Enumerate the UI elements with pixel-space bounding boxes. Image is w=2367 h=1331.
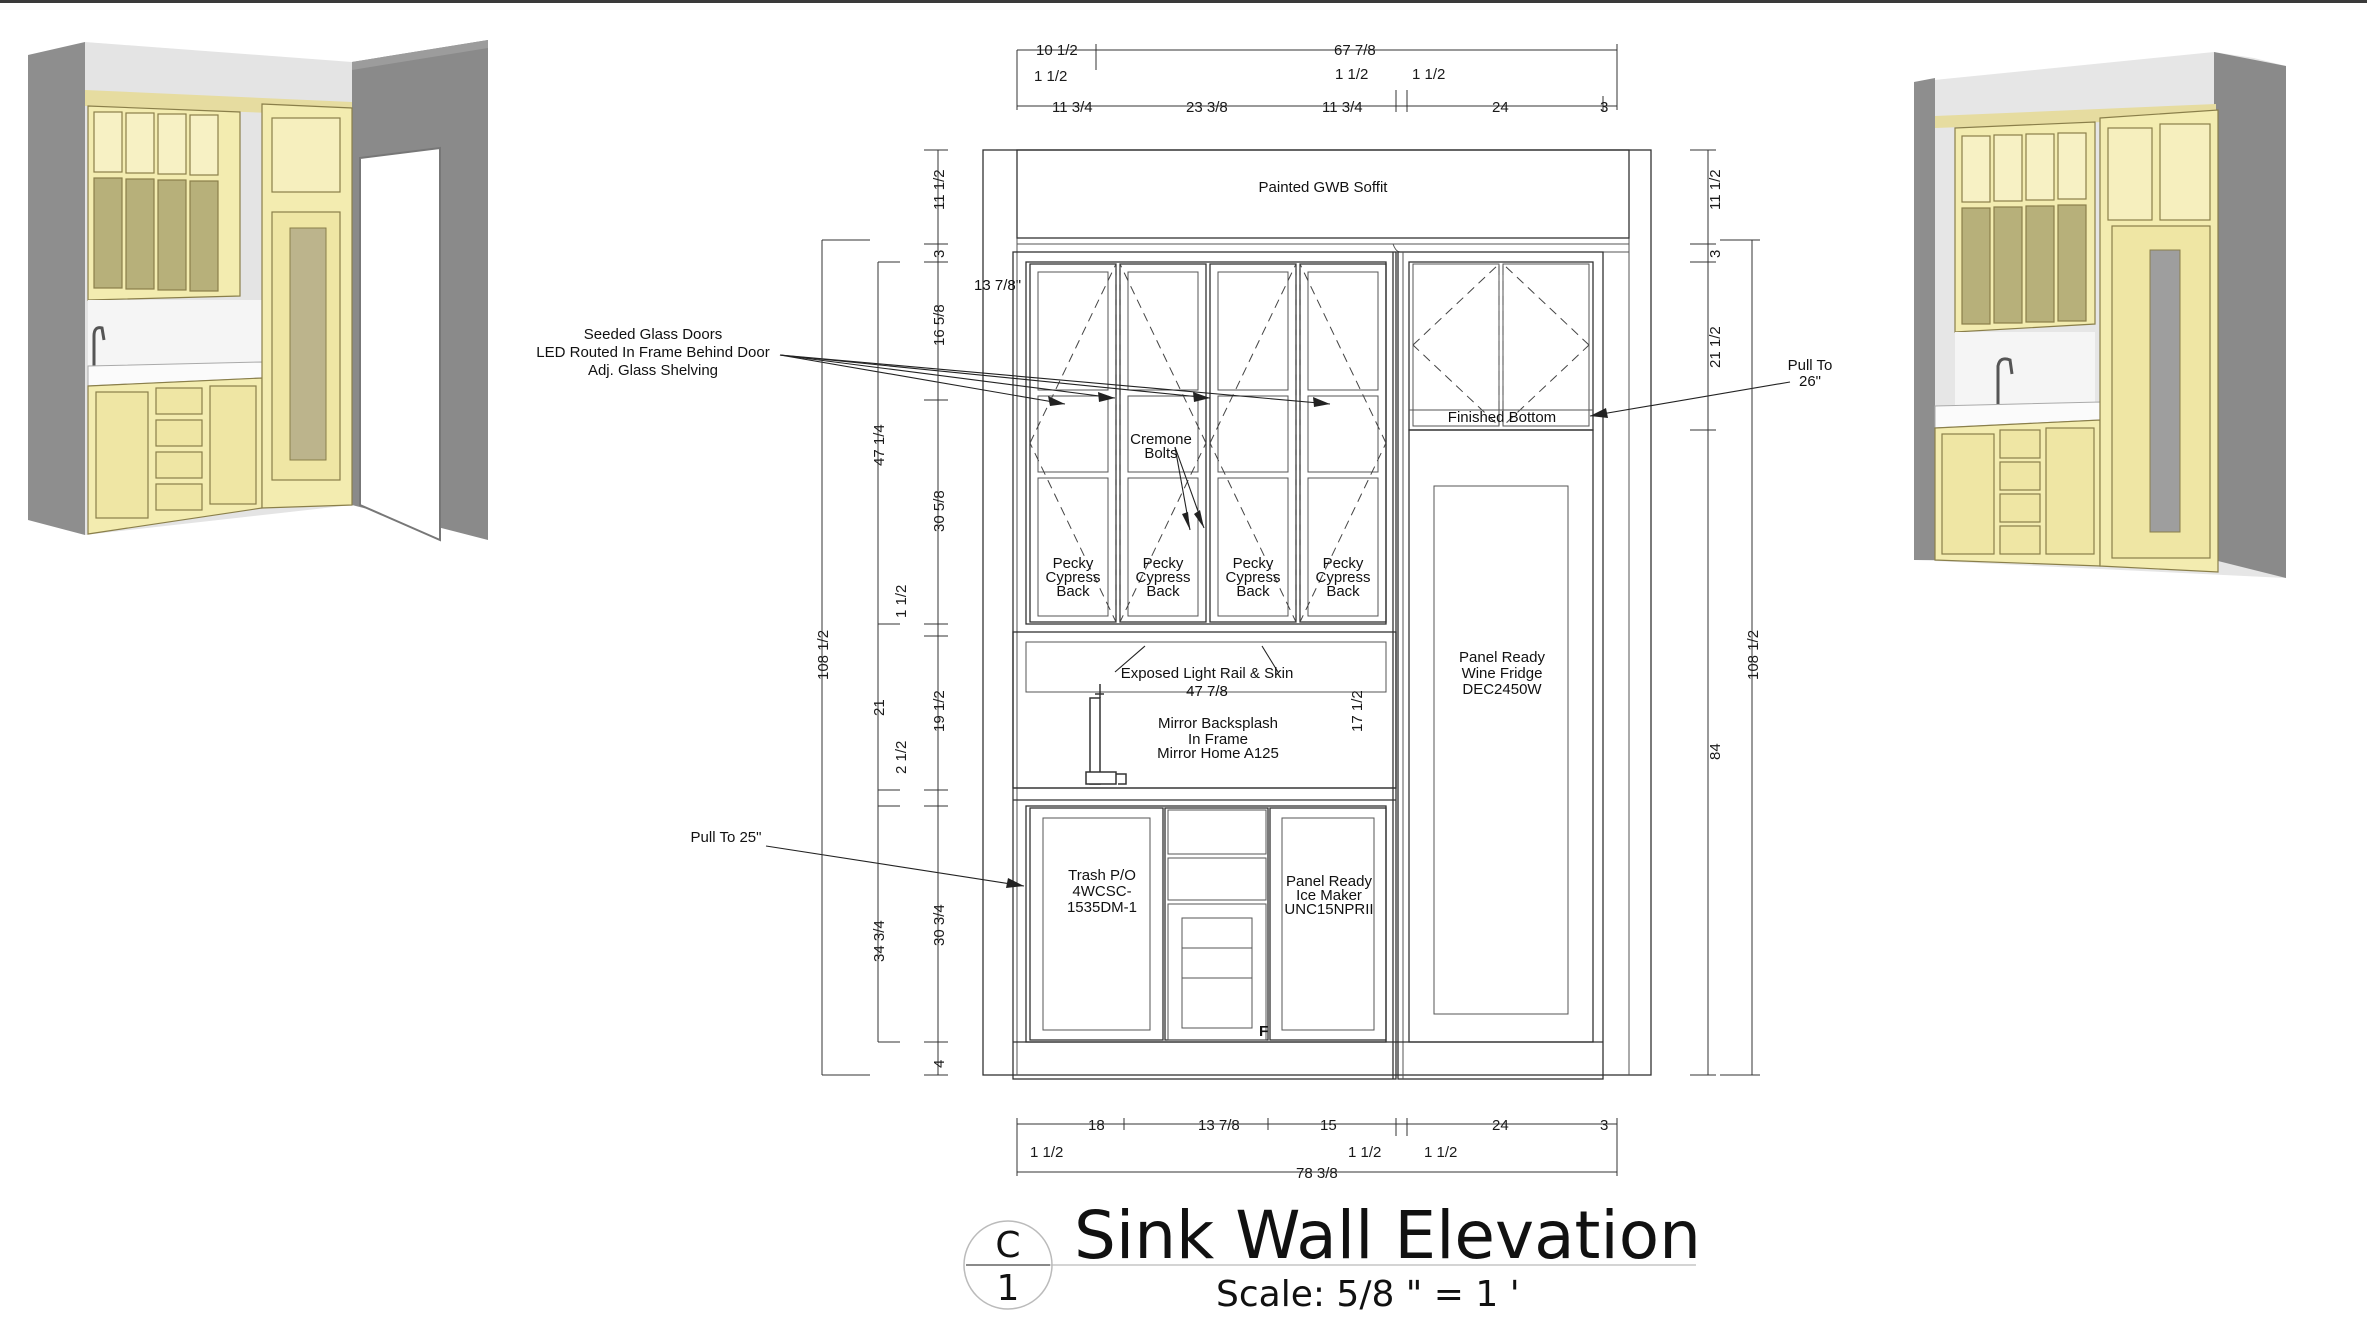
dim-overall-bottom: 78 3/8 (1296, 1165, 1338, 1182)
backsplash-height-label: 17 1/2 (1349, 690, 1366, 732)
dim-top-row3: 23 3/8 (1186, 99, 1228, 116)
top-dimension-labels: 10 1/2 67 7/8 1 1/2 1 1/2 1 1/2 11 3/4 2… (1034, 42, 1608, 116)
dim-top-row2-b: 1 1/2 (1335, 66, 1368, 83)
svg-text:Pecky: Pecky (1143, 555, 1184, 572)
svg-text:Pecky: Pecky (1323, 555, 1364, 572)
dim-right-inner: 3 (1707, 250, 1724, 258)
dim-left-offset: 10 1/2 (1036, 42, 1078, 59)
backsplash-label: Mirror Home A125 (1157, 745, 1279, 762)
dim-overall-top: 67 7/8 (1334, 42, 1376, 59)
dim-left-inner: 4 (931, 1060, 948, 1068)
wine-fridge-label: DEC2450W (1462, 681, 1542, 698)
upper-glass-cabinets (1025, 261, 1594, 625)
dim-left-mid: 21 (871, 699, 888, 716)
wine-fridge-label: Wine Fridge (1462, 665, 1543, 682)
base-cabinets (1013, 429, 1603, 1043)
dim-left-inner: 1 1/2 (893, 585, 910, 618)
dim-left-inner: 30 3/4 (931, 904, 948, 946)
pull-to-26-label: Pull To (1788, 357, 1833, 374)
right-dimension-labels: 11 1/2 3 21 1/2 84 108 1/2 (1707, 169, 1762, 760)
svg-text:Back: Back (1236, 583, 1270, 600)
trash-label: Trash P/O (1068, 867, 1136, 884)
right-3d-rendering (1914, 52, 2286, 578)
ice-maker-label: UNC15NPRII (1284, 901, 1373, 918)
dim-top-row3: 11 3/4 (1052, 99, 1093, 116)
dim-bottom-row2: 1 1/2 (1030, 1144, 1063, 1161)
left-dimension-labels: 108 1/2 47 1/4 21 34 3/4 11 1/2 3 16 5/8… (815, 169, 948, 1068)
backsplash-label: In Frame (1188, 731, 1248, 748)
dim-right-outer: 108 1/2 (1745, 630, 1762, 680)
pull-to-25-label: Pull To 25" (691, 829, 762, 846)
marker-number: 1 (997, 1268, 1020, 1309)
title-block: C 1 Sink Wall Elevation Scale: 5/8 " = 1… (963, 1197, 1701, 1315)
dim-bottom-row1: 18 (1088, 1117, 1105, 1134)
svg-text:Cypress: Cypress (1135, 569, 1190, 586)
wine-fridge-label: Panel Ready (1459, 649, 1545, 666)
svg-text:Pecky: Pecky (1233, 555, 1274, 572)
svg-text:Back: Back (1146, 583, 1180, 600)
svg-text:Back: Back (1326, 583, 1360, 600)
pull-to-26-label: 26" (1799, 373, 1821, 390)
rail-width-label: 47 7/8 (1186, 683, 1228, 700)
svg-text:Back: Back (1056, 583, 1090, 600)
dim-top-row3: 24 (1492, 99, 1509, 116)
glass-doors-label: LED Routed In Frame Behind Door (536, 344, 769, 361)
dim-right-inner: 21 1/2 (1707, 326, 1724, 368)
dim-bottom-row1: 13 7/8 (1198, 1117, 1240, 1134)
top-border (0, 0, 2367, 3)
dim-left-inner: 30 5/8 (931, 490, 948, 532)
marker-letter: C (995, 1225, 1020, 1266)
light-rail-backsplash (1012, 631, 1397, 801)
dim-left-inner: 3 (931, 250, 948, 258)
ice-maker-label: Ice Maker (1296, 887, 1362, 904)
left-3d-rendering (28, 40, 488, 542)
dim-top-row3: 3 (1600, 99, 1608, 116)
cremone-label: Bolts (1144, 445, 1177, 462)
dim-left-inner: 2 1/2 (893, 741, 910, 774)
dim-left-inner: 19 1/2 (931, 690, 948, 732)
dim-left-outer: 108 1/2 (815, 630, 832, 680)
svg-text:Cypress: Cypress (1225, 569, 1280, 586)
dim-top-row2-c: 1 1/2 (1412, 66, 1445, 83)
svg-text:Pecky: Pecky (1053, 555, 1094, 572)
cremone-label: Cremone (1130, 431, 1192, 448)
dim-bottom-row1: 3 (1600, 1117, 1608, 1134)
trash-label: 4WCSC- (1072, 883, 1131, 900)
finished-bottom-label: Finished Bottom (1448, 409, 1556, 426)
pecky-cypress-labels: Pecky Cypress Back Pecky Cypress Back Pe… (1045, 555, 1370, 600)
dim-top-row3: 11 3/4 (1322, 99, 1363, 116)
faucet-icon (1085, 684, 1127, 785)
backsplash-label: Mirror Backsplash (1158, 715, 1278, 732)
svg-text:Cypress: Cypress (1045, 569, 1100, 586)
dimension-lines (821, 44, 1760, 1176)
door-width-label: 13 7/8" (974, 277, 1021, 294)
glass-doors-label: Seeded Glass Doors (584, 326, 722, 343)
annotation-labels: Painted GWB Soffit Seeded Glass Doors LE… (536, 179, 1832, 1040)
drawing-title: Sink Wall Elevation (1074, 1197, 1701, 1274)
dim-right-inner: 11 1/2 (1707, 169, 1724, 210)
glass-doors-label: Adj. Glass Shelving (588, 362, 718, 379)
bottom-dimension-labels: 18 13 7/8 15 24 3 1 1/2 1 1/2 1 1/2 78 3… (1030, 1117, 1608, 1182)
elevation-frame (982, 149, 1652, 1080)
dim-right-inner: 84 (1707, 743, 1724, 760)
ice-maker-label: Panel Ready (1286, 873, 1372, 890)
dim-left-mid: 34 3/4 (871, 920, 888, 962)
dim-left-inner: 16 5/8 (931, 304, 948, 346)
dim-bottom-row2: 1 1/2 (1348, 1144, 1381, 1161)
dim-bottom-row2: 1 1/2 (1424, 1144, 1457, 1161)
svg-text:Cypress: Cypress (1315, 569, 1370, 586)
dim-left-mid: 47 1/4 (871, 424, 888, 466)
dim-bottom-row1: 24 (1492, 1117, 1509, 1134)
dim-bottom-row1: 15 (1320, 1117, 1337, 1134)
soffit-label: Painted GWB Soffit (1259, 179, 1389, 196)
filler-mark: F (1259, 1023, 1268, 1040)
leader-arrows (765, 354, 1791, 887)
dim-top-row2-a: 1 1/2 (1034, 68, 1067, 85)
trash-label: 1535DM-1 (1067, 899, 1137, 916)
dim-left-inner: 11 1/2 (931, 169, 948, 210)
light-rail-label: Exposed Light Rail & Skin (1121, 665, 1294, 682)
drawing-scale: Scale: 5/8 " = 1 ' (1216, 1274, 1520, 1315)
